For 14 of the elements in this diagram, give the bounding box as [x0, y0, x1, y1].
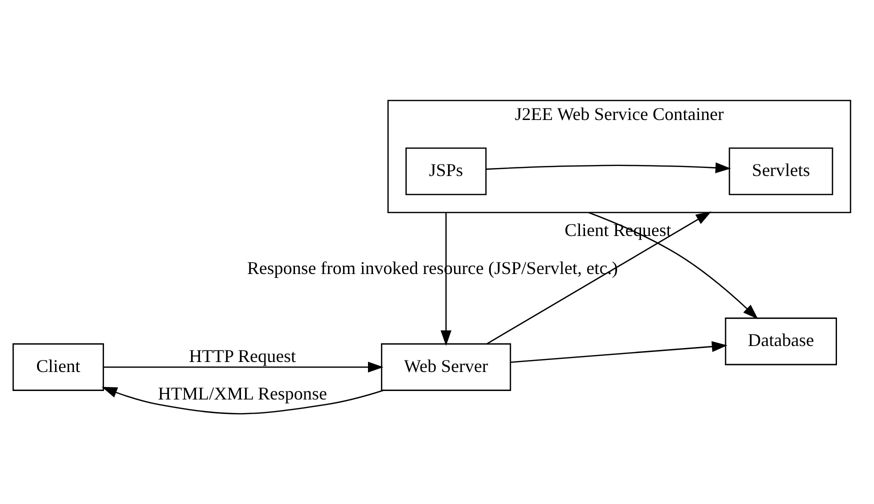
node-box: JSPs [405, 147, 487, 196]
arrow [486, 212, 712, 344]
arrow [510, 341, 728, 363]
node-box: Client [12, 343, 104, 391]
arrow [588, 212, 758, 320]
edge-label: HTTP Request [189, 346, 296, 366]
arrow [102, 386, 384, 414]
edge-label: HTML/XML Response [158, 384, 327, 404]
node-box: Web Server [380, 343, 512, 391]
arrow [440, 212, 452, 346]
arrow [486, 162, 731, 174]
node-box: Servlets [728, 147, 834, 196]
node-box: Database [724, 318, 837, 366]
arrow [103, 362, 384, 373]
